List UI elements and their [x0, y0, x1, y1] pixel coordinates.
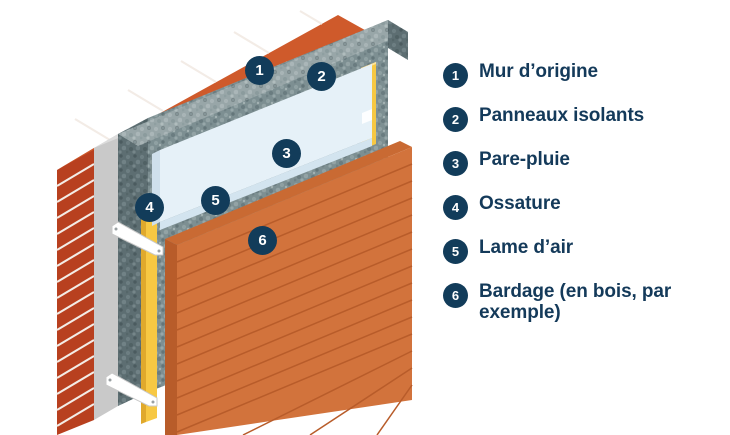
legend-label-6: Bardage (en bois, par exemple)	[479, 281, 672, 323]
diagram-callout-6[interactable]: 6	[248, 226, 277, 255]
legend-badge-3: 3	[443, 151, 468, 176]
diagram-callout-4-number: 4	[145, 199, 154, 216]
legend-badge-6: 6	[443, 283, 468, 308]
legend-label-2: Panneaux isolants	[479, 105, 645, 126]
legend-badge-2-number: 2	[451, 112, 460, 127]
legend-label-4: Ossature	[479, 193, 561, 214]
legend-item-5[interactable]: 5 Lame d’air	[443, 237, 730, 264]
batten-left	[141, 203, 157, 424]
legend-label-1: Mur d’origine	[479, 61, 599, 82]
diagram-callout-5[interactable]: 5	[201, 186, 230, 215]
legend-item-3[interactable]: 3 Pare-pluie	[443, 149, 730, 176]
diagram-callout-1-number: 1	[255, 62, 264, 79]
legend-badge-1-number: 1	[451, 68, 460, 83]
legend-item-1[interactable]: 1 Mur d’origine	[443, 61, 730, 88]
legend-item-6[interactable]: 6 Bardage (en bois, par exemple)	[443, 281, 730, 324]
diagram-callout-1[interactable]: 1	[245, 56, 274, 85]
legend-badge-5-number: 5	[451, 244, 460, 259]
diagram-callout-4[interactable]: 4	[135, 193, 164, 222]
diagram-callout-2-number: 2	[317, 68, 326, 85]
cladding-layer	[165, 141, 413, 435]
legend-item-2[interactable]: 2 Panneaux isolants	[443, 105, 730, 132]
brick-wall-left-face	[56, 148, 95, 435]
legend-badge-1: 1	[443, 63, 468, 88]
bracket-lower	[105, 372, 158, 407]
legend-label-3: Pare-pluie	[479, 149, 570, 170]
legend-badge-6-number: 6	[451, 288, 460, 303]
legend-badge-4-number: 4	[451, 200, 460, 215]
bracket-upper	[111, 221, 164, 256]
diagram-callout-3[interactable]: 3	[272, 139, 301, 168]
legend-badge-5: 5	[443, 239, 468, 264]
legend: 1 Mur d’origine 2 Panneaux isolants 3 Pa…	[443, 61, 730, 324]
diagram-callout-6-number: 6	[258, 232, 267, 249]
diagram-callout-3-number: 3	[282, 145, 291, 162]
diagram-callout-5-number: 5	[211, 192, 220, 209]
legend-badge-2: 2	[443, 107, 468, 132]
legend-item-4[interactable]: 4 Ossature	[443, 193, 730, 220]
wall-section-diagram: 1 2 3 4 5 6	[56, 10, 413, 435]
legend-label-5: Lame d’air	[479, 237, 574, 258]
diagram-callout-2[interactable]: 2	[307, 62, 336, 91]
fixing-plate-right	[362, 109, 372, 124]
legend-badge-3-number: 3	[451, 156, 460, 171]
legend-badge-4: 4	[443, 195, 468, 220]
